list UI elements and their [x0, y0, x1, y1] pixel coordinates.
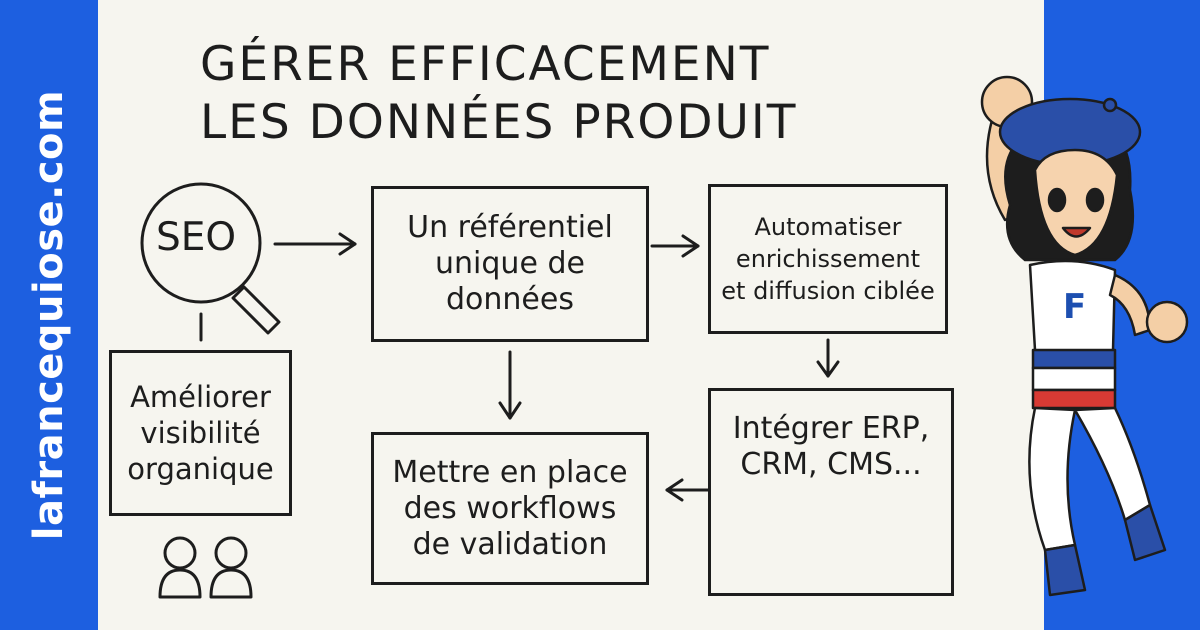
box-line: Un référentiel [407, 210, 613, 245]
shirt-letter: F [1063, 287, 1086, 327]
box-line: organique [127, 452, 274, 486]
box-line: visibilité [140, 416, 261, 450]
brand-band: lafrancequiose.com [0, 0, 98, 630]
box-line: de validation [412, 526, 608, 562]
box-line: Automatiser [754, 213, 902, 241]
box-line: CRM, CMS... [740, 447, 922, 482]
box-automate: Automatiser enrichissement et diffusion … [708, 184, 948, 334]
magnifier-icon [140, 182, 281, 335]
box-seo-goal: Améliorer visibilité organique [109, 350, 292, 516]
box-line: données [446, 282, 574, 317]
box-line: enrichissement [735, 245, 921, 273]
box-line: et diffusion ciblée [721, 277, 935, 305]
arrow-referential-automate [650, 234, 700, 258]
box-line: Améliorer [130, 380, 271, 414]
box-integrate: Intégrer ERP, CRM, CMS... [708, 388, 954, 596]
arrow-seo-referential [273, 232, 357, 256]
arrow-automate-integrate [816, 338, 840, 378]
box-line: Intégrer ERP, [732, 411, 930, 446]
box-line: unique de [435, 246, 585, 281]
diagram-title: Gérer efficacement les données produit [200, 36, 920, 152]
arrow-integrate-workflows [665, 478, 710, 502]
title-line-2: les données produit [200, 95, 798, 150]
box-workflows: Mettre en place des workflows de validat… [371, 432, 649, 585]
users-icon [158, 536, 253, 599]
box-line: Mettre en place [392, 454, 628, 490]
box-line: des workflows [403, 490, 617, 526]
title-line-1: Gérer efficacement [200, 37, 771, 92]
seo-label: SEO [156, 215, 237, 260]
box-referential: Un référentiel unique de données [371, 186, 649, 342]
hero-mascot-icon: F [980, 75, 1189, 597]
arrow-referential-workflows [498, 350, 522, 420]
